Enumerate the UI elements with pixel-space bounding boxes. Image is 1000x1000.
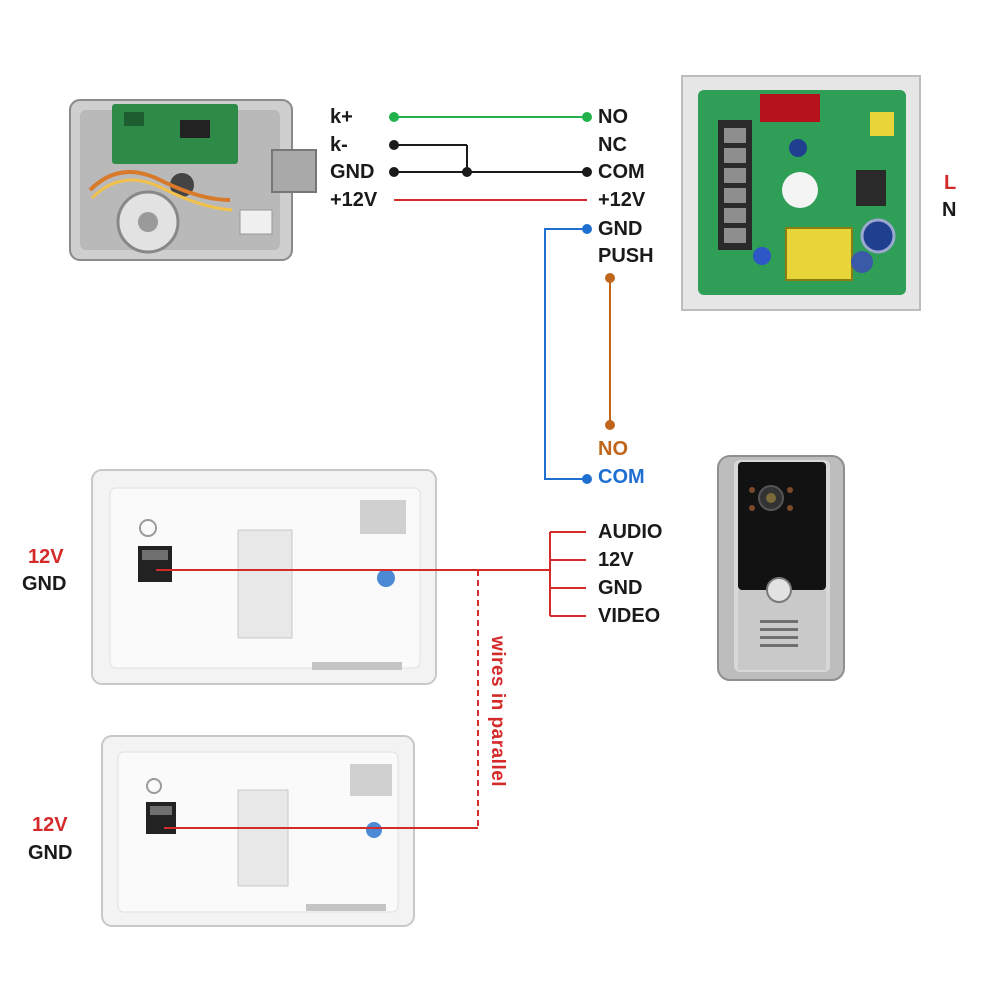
electric-lock-image [69,99,317,261]
wire-kplus-to-no [389,112,592,122]
wire-gnd-to-com [544,224,592,484]
psu-push-label: PUSH [598,245,654,267]
door-audio-label: AUDIO [598,521,663,543]
monitor1-12v-label: 12V [28,546,64,568]
lock-kplus-label: k+ [330,106,353,128]
indoor-monitor-1-image [91,469,437,685]
lock-12v-label: +12V [330,189,378,211]
psu-com-label: COM [598,161,645,183]
power-supply-image [681,75,921,311]
indoor-monitor-2-image [101,735,415,927]
door-station-image [717,455,845,681]
parallel-wires-label: wires in parallel [487,636,508,788]
door-12v-label: 12V [598,549,634,571]
wire-push-to-no [605,273,615,430]
psu-no-label: NO [598,106,628,128]
lock-gnd-label: GND [330,161,375,183]
psu-nc-label: NC [598,134,627,156]
wire-kminus-gnd-to-com [389,140,592,177]
monitor2-12v-label: 12V [32,814,68,836]
mains-l-label: L [944,172,957,194]
psu-gnd-label: GND [598,218,643,240]
monitor2-gnd-label: GND [28,842,73,864]
monitor1-gnd-label: GND [22,573,67,595]
mains-n-label: N [942,199,957,221]
relay-com-label: COM [598,466,645,488]
door-gnd-label: GND [598,577,643,599]
door-video-label: VIDEO [598,605,661,627]
psu-12v-label: +12V [598,189,646,211]
wire-parallel-link [164,570,479,829]
lock-kminus-label: k- [330,134,348,156]
wire-monitor1-to-door-station [156,531,586,617]
relay-no-label: NO [598,438,628,460]
